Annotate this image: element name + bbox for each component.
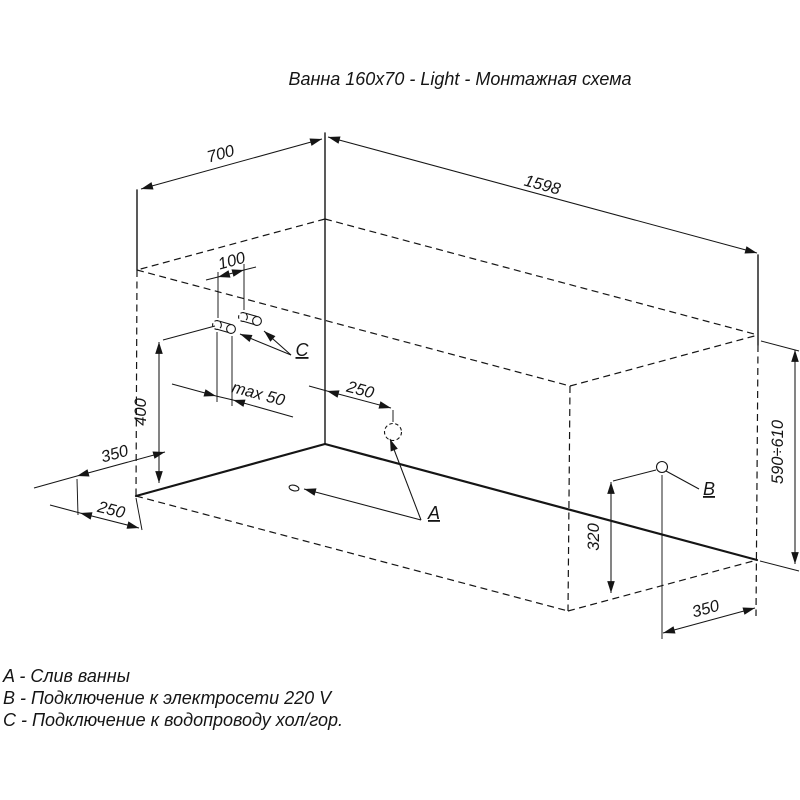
water-pipe-left-end-circle — [226, 324, 236, 334]
water-pipe-left-wall-circle — [212, 320, 222, 330]
drain-connection-a: A — [288, 422, 440, 523]
water-connection-c: C — [212, 312, 310, 360]
dim-tub-height-label: 590÷610 — [769, 419, 787, 484]
dim-length-1598: 1598 — [327, 136, 758, 254]
dim-pipe-height-label: 400 — [132, 397, 150, 425]
dim-tub-height-590-610: 590÷610 — [759, 340, 800, 572]
dim-width-label: 700 — [205, 142, 237, 167]
label-water-c: C — [296, 340, 310, 360]
room-walls — [134, 132, 759, 562]
bathtub-outline — [135, 218, 759, 617]
dim-drain-offset-250: 250 — [308, 378, 394, 422]
dim-front-offset-250: 250 — [49, 498, 143, 531]
drain-wall-circle — [383, 422, 403, 442]
legend-item-c: C - Подключение к водопроводу хол/гор. — [3, 710, 343, 730]
dim-pipe-protrusion-label: max 50 — [230, 378, 288, 410]
power-socket-circle — [655, 460, 669, 474]
label-drain-a: A — [427, 503, 440, 523]
dim-width-700: 700 — [140, 138, 323, 190]
water-pipe-right-end-circle — [252, 316, 262, 326]
dim-pipe-spacing-100: 100 — [205, 249, 257, 318]
water-pipe-right-wall-circle — [238, 312, 248, 322]
dim-pipe-protrusion-max50: max 50 — [171, 332, 294, 418]
dim-socket-height-label: 320 — [585, 522, 603, 550]
dim-drain-offset-label: 250 — [344, 378, 377, 403]
drain-floor-circle — [288, 484, 300, 492]
dim-socket-height-320: 320 — [585, 469, 657, 593]
legend-item-b: B - Подключение к электросети 220 V — [3, 688, 333, 708]
label-power-b: B — [703, 479, 715, 499]
power-connection-b: B — [655, 460, 715, 499]
dim-pipe-height-400: 400 — [132, 325, 216, 483]
legend: A - Слив ванны B - Подключение к электро… — [2, 666, 343, 730]
page-title: Ванна 160x70 - Light - Монтажная схема — [288, 69, 631, 89]
legend-item-a: A - Слив ванны — [2, 666, 130, 686]
dim-front-offset-label: 250 — [95, 498, 128, 523]
dim-socket-offset-350: 350 — [661, 475, 756, 639]
